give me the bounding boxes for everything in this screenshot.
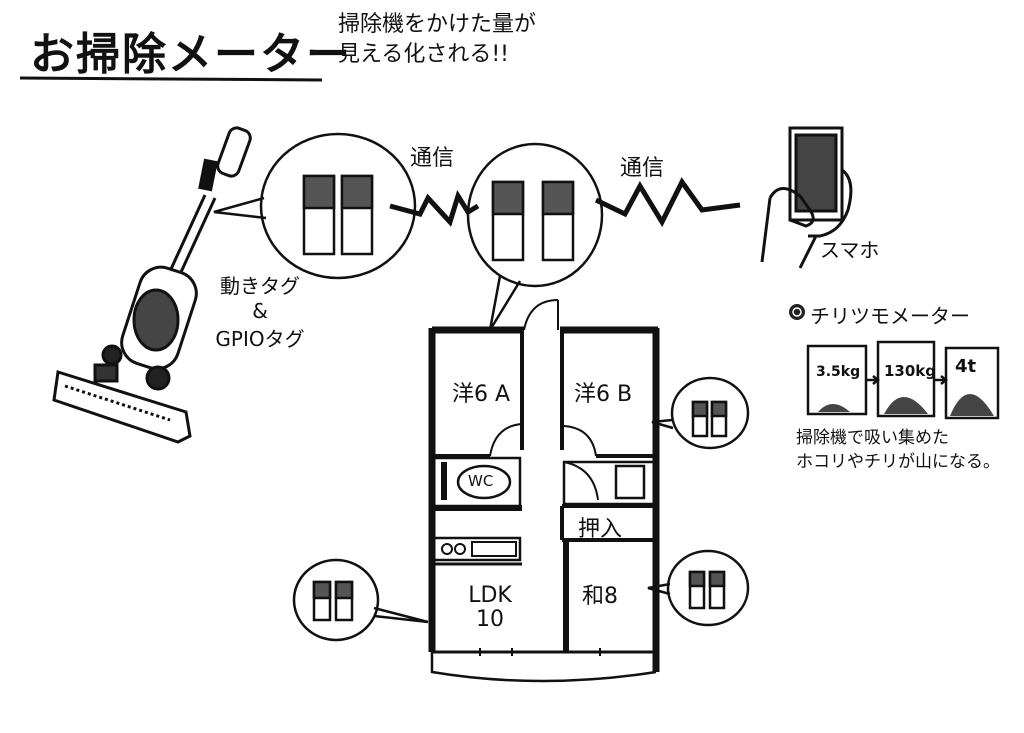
tag-bubble-room-ldk <box>292 558 429 642</box>
dust-meter-panels <box>806 340 1000 420</box>
comm-zigzag-2 <box>594 177 741 228</box>
comm-zigzag-1 <box>389 190 480 227</box>
room-label-washitsu: 和8 <box>582 584 618 609</box>
dust-meter-caption: 掃除機で吸い集めた ホコリやチリが山になる。 <box>796 426 1000 474</box>
comm-label-1: 通信 <box>410 146 455 171</box>
tag-device-icon <box>491 180 575 262</box>
ldk-line: 10 <box>476 607 504 632</box>
dust-level-3: 4t <box>955 356 977 377</box>
tag-bubble-room-6b <box>651 376 750 450</box>
room-label-6a: 洋6 A <box>452 382 511 407</box>
room-label-ldk: LDK 10 <box>450 584 530 632</box>
tag-device-icon <box>302 174 374 256</box>
subtitle-line: 見える化される!! <box>338 42 509 67</box>
smartphone-label: スマホ <box>820 238 880 262</box>
smartphone-illustration <box>760 126 853 269</box>
page-title: お掃除メーター <box>30 29 352 80</box>
caption-line: 掃除機で吸い集めた <box>796 428 949 448</box>
dust-level-2: 130kg <box>884 362 937 380</box>
caption-line: ホコリやチリが山になる。 <box>796 452 1000 472</box>
subtitle-line: 掃除機をかけた量が <box>338 12 537 37</box>
vacuum-tag-line: GPIOタグ <box>215 327 305 351</box>
dust-meter-icon <box>789 304 805 320</box>
page-subtitle: 掃除機をかけた量が 見える化される!! <box>338 10 536 70</box>
room-label-wc: WC <box>468 472 494 490</box>
dust-meter-title: チリツモメーター <box>810 304 970 328</box>
floor-plan <box>428 299 660 683</box>
ldk-line: LDK <box>468 583 512 608</box>
comm-label-2: 通信 <box>620 156 665 181</box>
vacuum-tag-label: 動きタグ & GPIOタグ <box>205 270 315 352</box>
tag-bubble-house <box>466 142 604 331</box>
vacuum-cleaner-illustration <box>52 126 252 444</box>
dust-level-1: 3.5kg <box>816 364 861 380</box>
tag-bubble-room-wa8 <box>647 549 750 627</box>
vacuum-tag-line: 動きタグ <box>220 274 300 298</box>
tag-bubble-vacuum <box>213 132 417 280</box>
vacuum-tag-line: & <box>252 299 268 323</box>
room-label-6b: 洋6 B <box>574 382 633 407</box>
room-label-storage: 押入 <box>578 517 623 542</box>
title-underline <box>19 76 323 82</box>
